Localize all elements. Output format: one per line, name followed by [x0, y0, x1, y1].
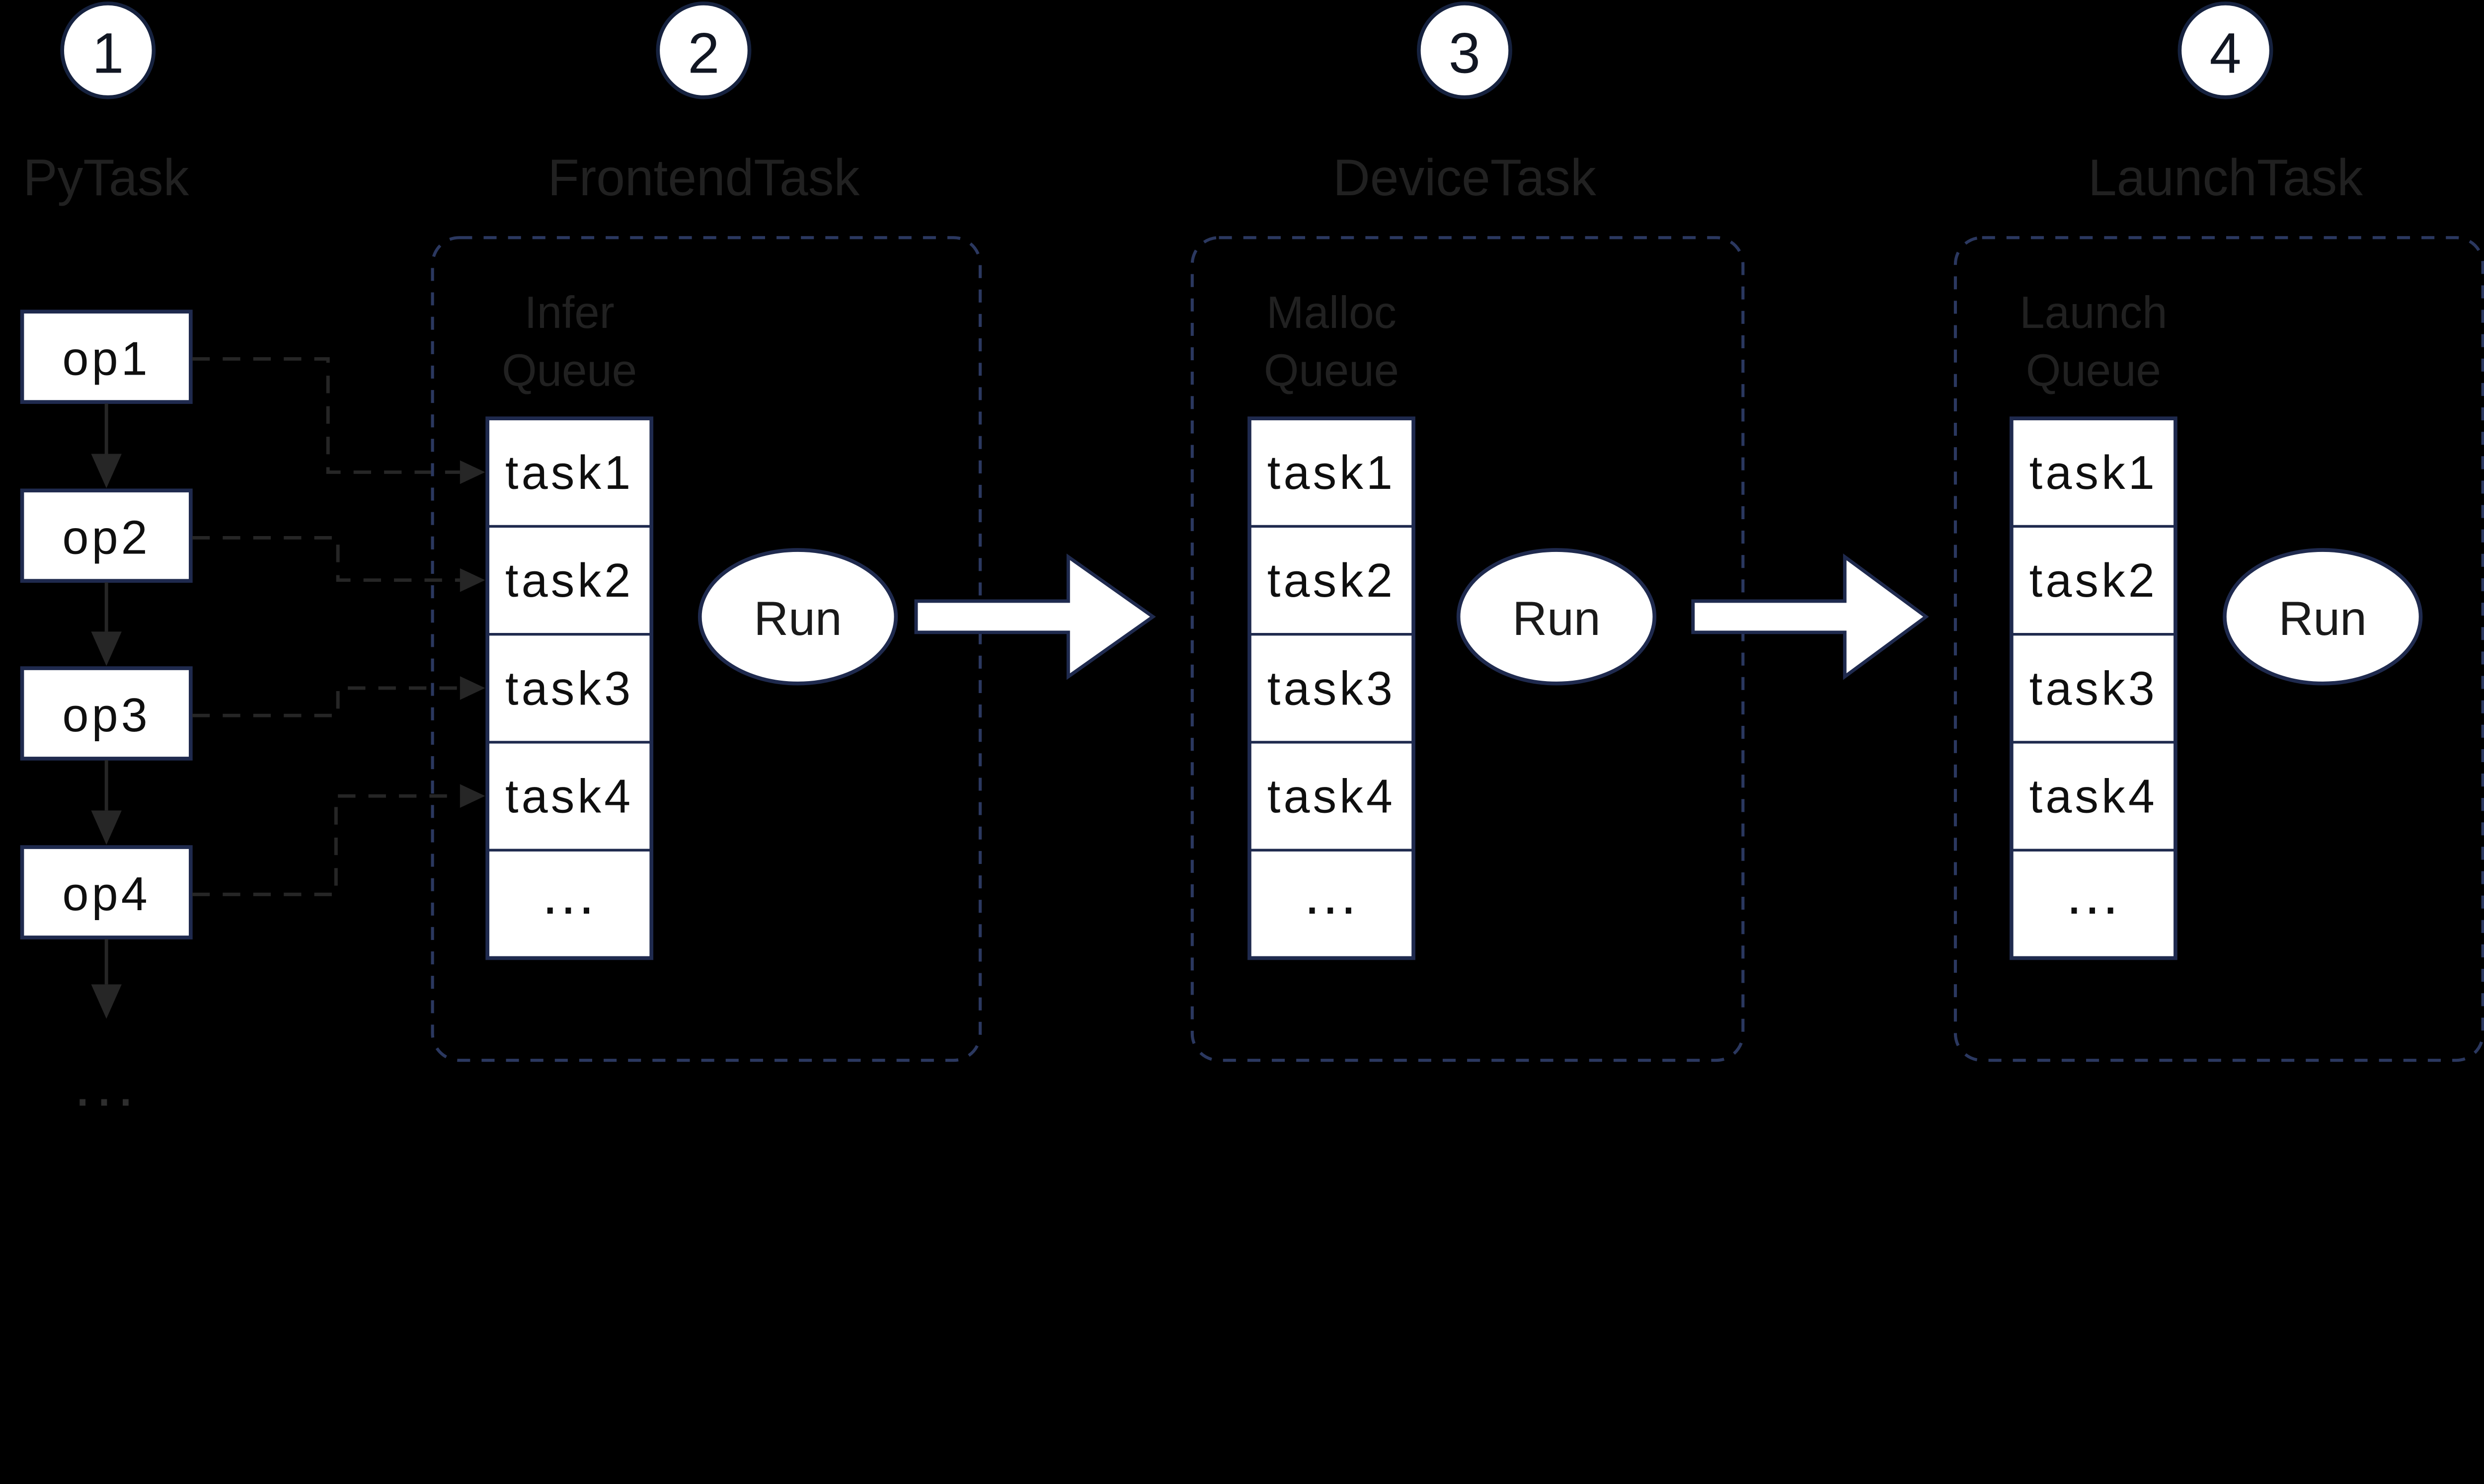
launch-queue-title-line1: Launch: [2019, 288, 2167, 338]
stage-2-title: FrontendTask: [547, 149, 859, 206]
op3-label: op3: [63, 689, 151, 742]
infer-queue-cell-4: task4: [505, 771, 633, 823]
frontendtask-run-ellipse: [698, 548, 898, 686]
op2-task2-connector: [192, 536, 460, 582]
launchtask-run-label: Run: [2279, 592, 2367, 645]
op2-box: [20, 488, 193, 583]
op4-task4-connector: [192, 794, 460, 896]
malloc-queue-title-line1: Malloc: [1266, 288, 1397, 338]
infer-queue: task1 task2 task3 task4 ...: [485, 416, 654, 960]
infer-queue-cell-more: ...: [542, 862, 597, 926]
device-to-launch-arrow-icon: [1691, 553, 1929, 680]
launchtask-container: [1953, 236, 2484, 1062]
malloc-queue-cell-1: task1: [1267, 447, 1396, 499]
stage-3-number: 3: [1449, 21, 1480, 85]
stage-3-badge-circle: [1416, 1, 1512, 99]
op2-op3-arrow: [91, 582, 122, 666]
frontendtask-run-label: Run: [754, 592, 842, 645]
malloc-queue: task1 task2 task3 task4 ...: [1247, 416, 1415, 960]
launch-queue-box: [2009, 416, 2177, 960]
op1-label: op1: [63, 332, 151, 385]
malloc-queue-cell-3: task3: [1267, 662, 1396, 715]
op-chain-ellipsis: ...: [74, 1051, 139, 1119]
stage-1-number: 1: [92, 21, 124, 85]
op1-box: [20, 310, 193, 404]
frontendtask-container: [431, 236, 982, 1062]
frontend-to-device-arrow-icon: [914, 553, 1156, 680]
infer-queue-box: [485, 416, 654, 960]
infer-queue-cell-3: task3: [505, 662, 633, 715]
launch-queue-cell-1: task1: [2029, 447, 2158, 499]
op4-box: [20, 845, 193, 939]
pipeline-diagram-page: 1 2 3 4 PyTask FrontendTask DeviceTask L…: [20, 1, 2484, 1119]
launch-queue-cell-3: task3: [2029, 662, 2158, 715]
stage-2-number: 2: [688, 21, 719, 85]
infer-queue-title-line2: Queue: [502, 346, 637, 396]
op3-task3-connector: [192, 686, 460, 717]
malloc-queue-box: [1247, 416, 1415, 960]
launchtask-run-ellipse: [2223, 548, 2423, 686]
op4-more-arrow: [91, 939, 122, 1019]
devicetask-run-label: Run: [1512, 592, 1600, 645]
malloc-queue-cell-more: ...: [1304, 862, 1359, 926]
stage-4-number: 4: [2209, 21, 2241, 85]
stage-3-title: DeviceTask: [1333, 149, 1596, 206]
op4-task4-arrowhead-icon: [460, 784, 485, 808]
infer-queue-cell-1: task1: [505, 447, 633, 499]
infer-queue-cell-2: task2: [505, 554, 633, 607]
launch-queue-cell-4: task4: [2029, 771, 2158, 823]
launch-queue-cell-more: ...: [2066, 862, 2121, 926]
stage-2-badge-circle: [656, 1, 752, 99]
devicetask-run-ellipse: [1456, 548, 1657, 686]
stage-1-title: PyTask: [23, 149, 189, 206]
op3-op4-arrow: [91, 760, 122, 845]
op3-task3-arrowhead-icon: [460, 676, 485, 700]
malloc-queue-cell-2: task2: [1267, 554, 1396, 607]
op1-task1-arrowhead-icon: [460, 460, 485, 484]
malloc-queue-title-line2: Queue: [1264, 346, 1399, 396]
stage-1-badge-circle: [60, 1, 156, 99]
op1-task1-connector: [192, 357, 460, 474]
launch-queue-title-line2: Queue: [2026, 346, 2161, 396]
op2-label: op2: [63, 511, 151, 564]
op2-task2-arrowhead-icon: [460, 568, 485, 592]
pipeline-diagram: 1 2 3 4 PyTask FrontendTask DeviceTask L…: [20, 1, 2484, 1119]
launch-queue: task1 task2 task3 task4 ...: [2009, 416, 2177, 960]
infer-queue-title-line1: Infer: [525, 288, 615, 338]
malloc-queue-cell-4: task4: [1267, 771, 1396, 823]
devicetask-container: [1190, 236, 1745, 1062]
op1-op2-arrow: [91, 403, 122, 488]
op4-label: op4: [63, 868, 151, 921]
op3-box: [20, 666, 193, 761]
stage-4-title: LaunchTask: [2088, 149, 2363, 206]
launch-queue-cell-2: task2: [2029, 554, 2158, 607]
stage-4-badge-circle: [2177, 1, 2273, 99]
